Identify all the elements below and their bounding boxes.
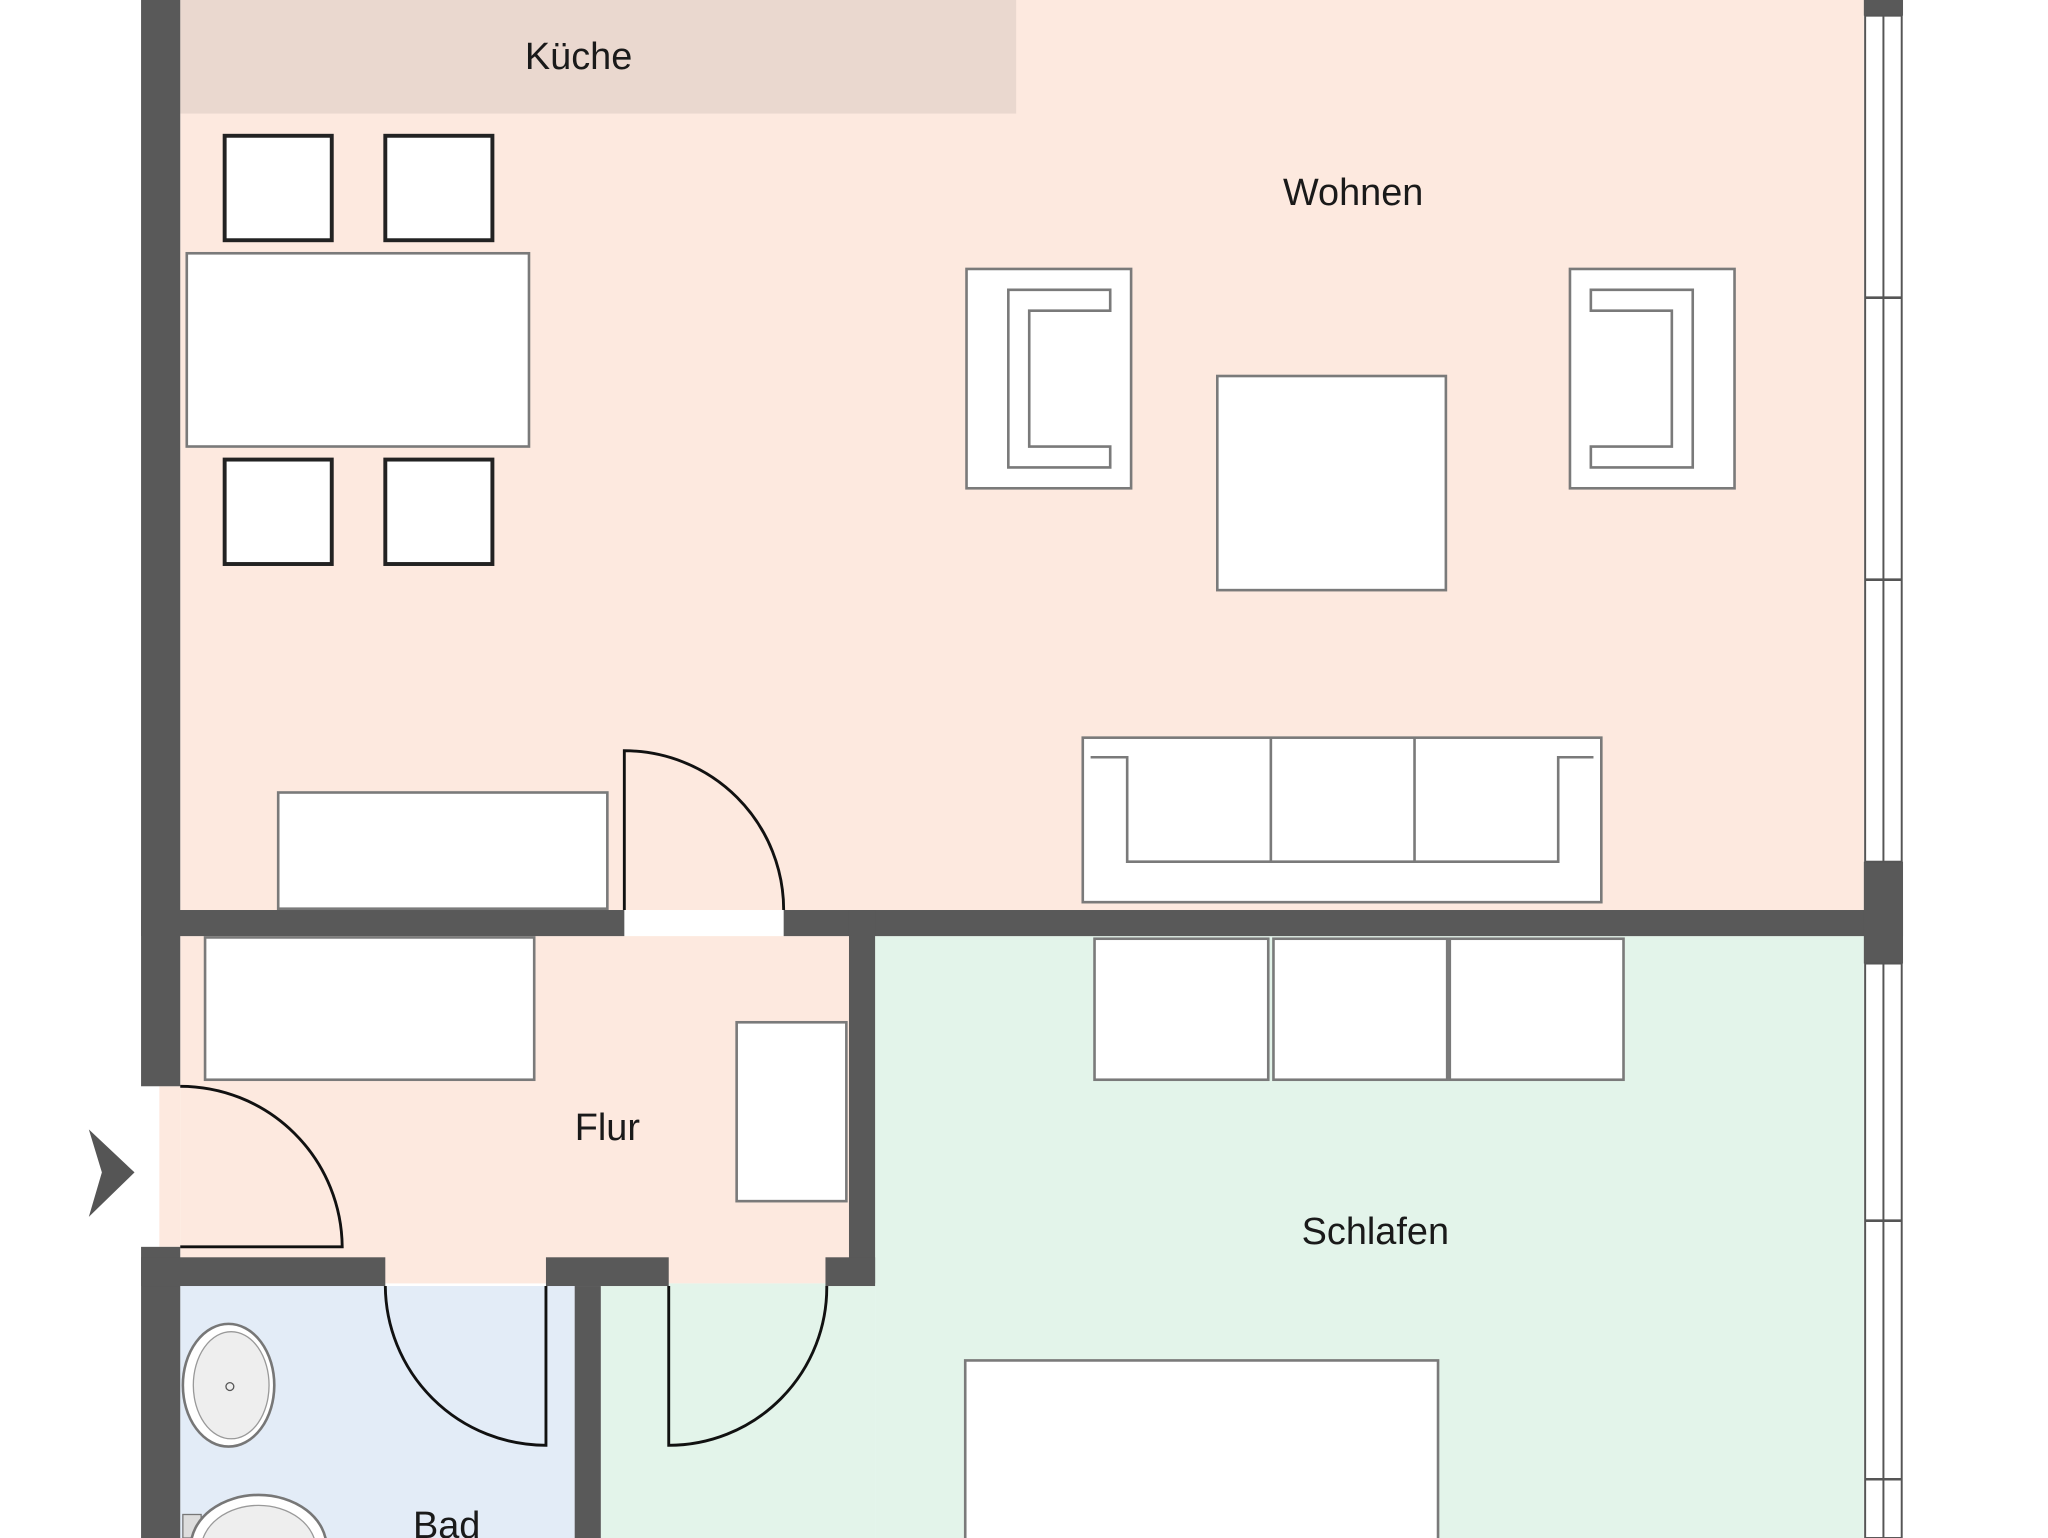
armchair-right (1568, 267, 1736, 490)
sink (181, 1322, 276, 1448)
door-schlafen (667, 1286, 829, 1447)
coffee-table (1215, 374, 1448, 592)
entrance-arrow-icon (88, 1129, 135, 1217)
flur-cabinet (203, 936, 536, 1082)
room-label-kueche: Küche (525, 36, 632, 78)
entrance-opening (159, 1086, 181, 1247)
dining-table (185, 251, 531, 448)
toilet (182, 1493, 327, 1538)
dining-chair (222, 457, 334, 566)
armchair-left (965, 267, 1133, 490)
window-schlafen (1864, 962, 1903, 1538)
sofa (1081, 736, 1603, 904)
sideboard (276, 791, 609, 911)
dining-chair (383, 457, 495, 566)
window-wohnen (1864, 14, 1903, 863)
room-label-flur: Flur (575, 1107, 640, 1149)
dining-chair (383, 133, 495, 243)
door-bad (383, 1286, 548, 1447)
door-entrance (180, 1084, 344, 1249)
door-wohnen (622, 749, 786, 911)
room-kueche (180, 0, 1017, 114)
wardrobe (1272, 937, 1449, 1082)
dining-chair (222, 133, 334, 243)
wardrobe (1448, 937, 1625, 1082)
walls (141, 0, 1904, 1538)
flur-shelf (735, 1020, 848, 1203)
room-label-wohnen: Wohnen (1283, 172, 1423, 214)
room-schlafen-annex (600, 1283, 876, 1538)
room-label-schlafen: Schlafen (1302, 1211, 1449, 1253)
wardrobe (1093, 937, 1270, 1082)
bed (963, 1359, 1440, 1538)
room-label-bad: Bad (413, 1505, 480, 1538)
